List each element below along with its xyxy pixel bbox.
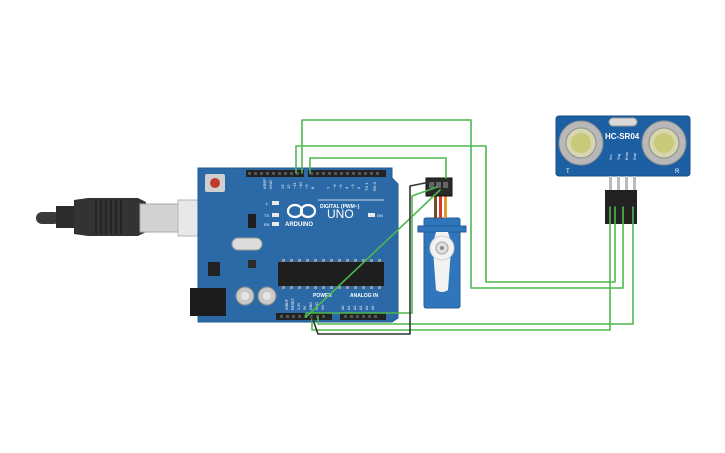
servo-connector-pin-3 [443,182,448,188]
receiver-core [654,133,674,153]
wire-sensor-vcc[interactable] [311,206,611,331]
pin-label-a4: A4 [365,306,369,310]
pin-label-9: ~9 [304,184,309,189]
led-l [272,201,279,205]
servo-connector-pin-1 [429,182,434,188]
digital-label: DIGITAL (PWM~) [320,204,360,210]
aref-label: AREF [262,178,267,189]
power-jack[interactable] [190,288,226,316]
reset-button-cap [210,178,220,188]
pin-label-a0: A0 [341,306,345,310]
capacitor-2-top [263,292,271,300]
servo-horn-bottom [433,250,451,292]
usb-plug-body [74,198,146,236]
pin-label-2: 2 [356,186,361,189]
servo-mount-tab [417,225,467,233]
wire-servo-5v-diagonal[interactable] [305,189,441,318]
pin-label-3v3: 3.3V [297,302,301,310]
digital-header-pins [248,172,379,175]
pin-label-gnd-1: GND [309,302,313,310]
pin-label-7: 7 [326,186,331,189]
arduino-logo: ARDUINO [285,203,317,228]
atmega-chip [278,262,384,286]
small-chip [248,260,256,268]
usb-cable[interactable] [36,198,201,237]
wire-echo[interactable] [295,145,616,283]
wire-servo-gnd[interactable] [311,181,431,335]
usb-cable-strain-relief [36,212,60,224]
capacitor-1-top [241,292,249,300]
led-tx-label: TX [264,213,269,218]
pin-label-4: 4 [344,186,349,189]
led-rx [272,222,279,226]
sensor-pin-label-vcc: Vcc [609,154,613,160]
pin-label-5v: 5V [303,305,307,310]
servo-wire-red [439,196,442,218]
pin-label-reset: RESET [291,297,295,310]
sensor-pin-label-gnd: Gnd [633,153,637,160]
wire-servo-5v[interactable] [305,186,438,318]
pin-label-10: ~10 [298,181,303,189]
voltage-regulator [208,262,220,276]
power-label: POWER [313,293,332,299]
wire-servo-signal[interactable] [309,157,447,179]
brand-label: ARDUINO [285,222,313,228]
sensor-crystal [608,117,638,127]
crystal-oscillator [231,237,263,251]
analog-label: ANALOG IN [350,293,378,299]
usb-chip [248,214,256,228]
gnd-label: GND [268,180,273,189]
usb-plug-metal [139,203,179,233]
sensor-mark-t: T [566,169,570,175]
servo-horn-center [440,246,444,250]
sensor-pin-label-echo: Echo [625,152,629,160]
pin-label-5: ~5 [338,184,343,189]
usb-cable-collar [56,206,76,228]
pin-label-a2: A2 [353,306,357,310]
pin-label-a5: A5 [371,306,375,310]
sensor-pin-label-trig: Trig [617,154,621,160]
pin-label-a1: A1 [347,306,351,310]
servo-wire-brown [434,196,437,218]
sensor-pin-legs [609,176,636,190]
pin-label-tx1: TX 1 [364,182,369,191]
pin-label-vin: Vin [321,305,325,310]
sensor-mark-r: R [675,169,680,175]
servo-motor[interactable] [417,177,467,309]
pin-label-12: 12 [286,184,291,189]
servo-connector-pin-2 [436,182,441,188]
on-label: ON [377,213,383,218]
led-l-label: L [266,201,269,206]
arduino-uno-board[interactable]: AREF GND 13 12 ~11 ~10 ~9 8 7 ~6 ~5 4 ~3… [190,167,399,323]
atmega-chip-pins [282,259,381,289]
wires [295,119,634,335]
servo-wire-orange [444,196,447,218]
transmitter-core [571,133,591,153]
led-tx [272,213,279,217]
pin-label-8: 8 [310,186,315,189]
pin-label-rx0: RX 0 [372,181,377,191]
pin-label-3: ~3 [350,184,355,189]
pin-label-6: ~6 [332,184,337,189]
led-rx-label: RX [264,222,270,227]
pin-label-ioref: IOREF [285,298,289,310]
wire-trig[interactable] [301,119,624,289]
usb-plug-grip [95,200,122,234]
pin-label-13: 13 [280,184,285,189]
pin-label-11: ~11 [292,182,297,189]
pin-label-a3: A3 [359,306,363,310]
sensor-name: HC-SR04 [605,132,640,141]
usb-jack [177,199,201,237]
led-on [368,213,375,217]
model-label: UNO [327,207,354,221]
wire-sensor-gnd[interactable] [317,206,634,325]
